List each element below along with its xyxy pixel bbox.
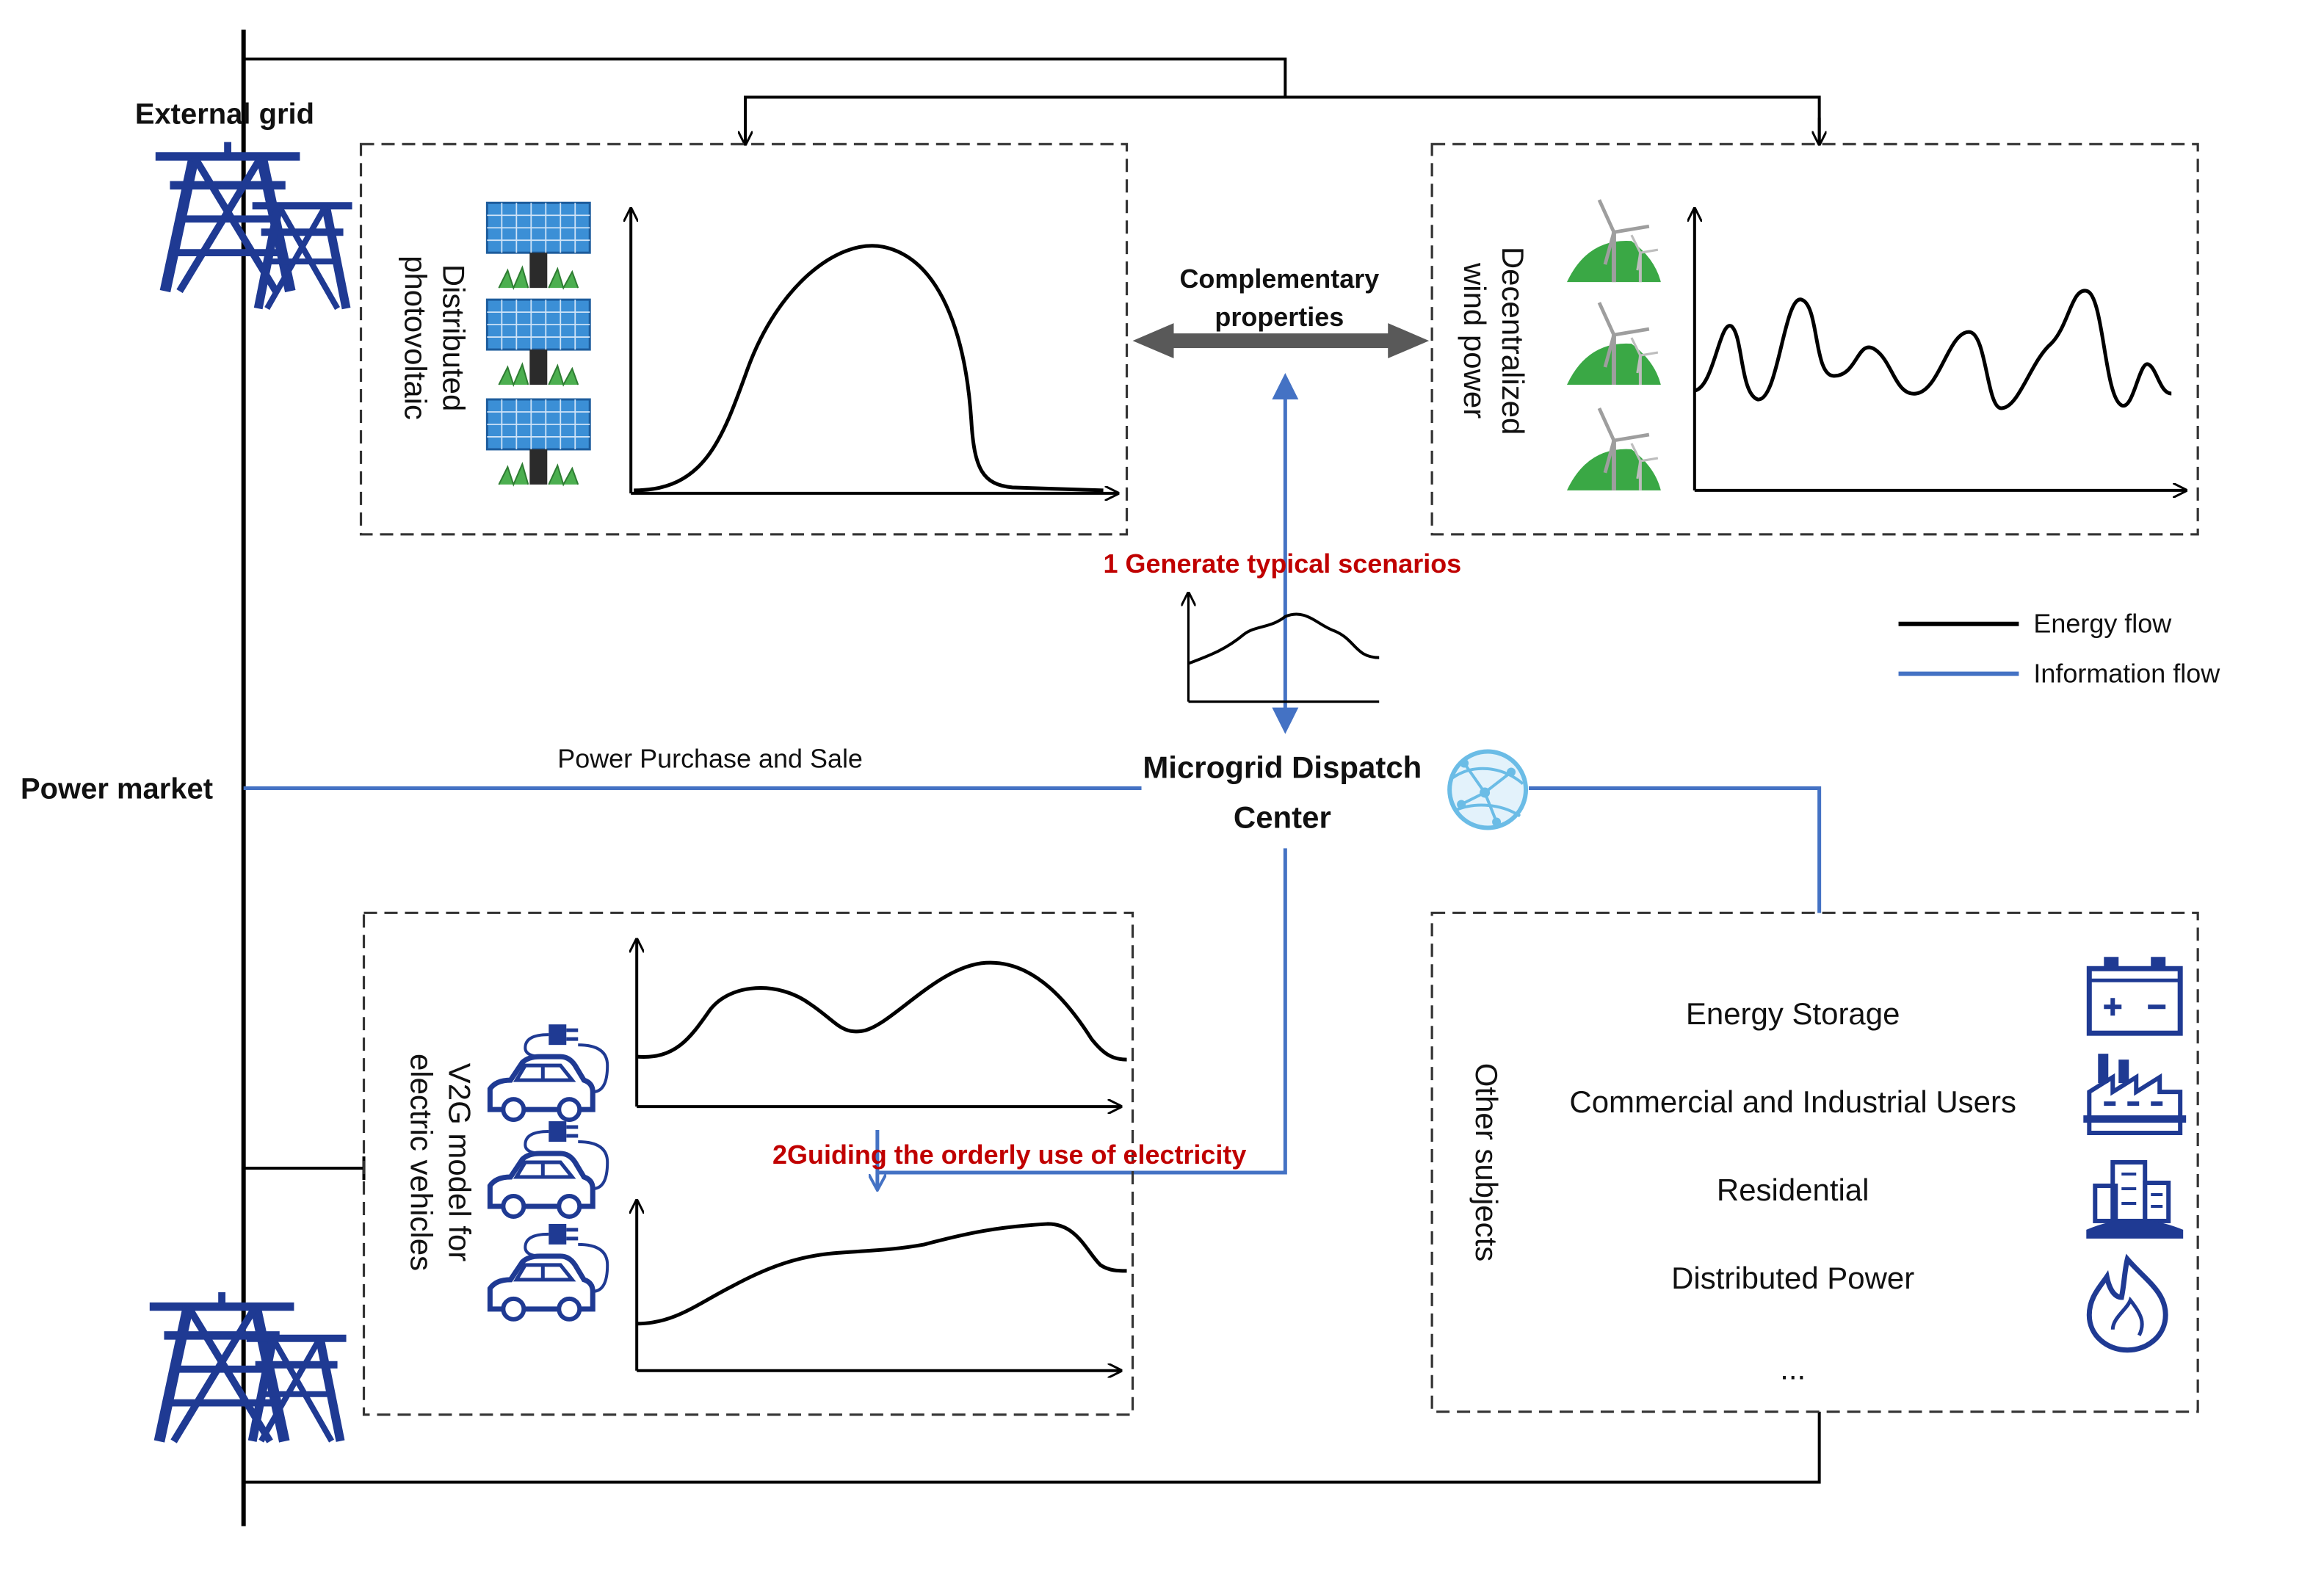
legend-energy-label: Energy flow <box>2033 609 2172 639</box>
other-subjects-item: Residential <box>1717 1173 1869 1207</box>
pv-panel-title-line1: Distributed <box>436 264 471 412</box>
other-subjects-panel: Other subjects Energy Storage Commercial… <box>1430 911 2199 1413</box>
power-market-label: Power market <box>21 772 213 805</box>
other-subjects-item: Energy Storage <box>1686 996 1900 1031</box>
other-subjects-item: Commercial and Industrial Users <box>1569 1084 2016 1119</box>
external-grid-label: External grid <box>135 98 314 130</box>
flame-icon <box>2086 1253 2168 1353</box>
wind-panel: Decentralized wind power <box>1430 142 2199 536</box>
legend: Energy flow Information flow <box>1898 609 2220 689</box>
ev-panel-title-line1: V2G model for <box>442 1063 477 1262</box>
ev-panel-title-line2: electric vehicles <box>404 1054 438 1271</box>
dispatch-center-title-line1: Microgrid Dispatch <box>1143 750 1422 785</box>
wind-turbine-icon <box>1567 200 1661 490</box>
other-subjects-item: Distributed Power <box>1671 1261 1914 1295</box>
typical-scenario-chart <box>1188 593 1380 703</box>
generate-scenarios-label: 1 Generate typical scenarios <box>1104 548 1462 579</box>
network-globe-icon <box>1447 749 1529 830</box>
transmission-tower-icon <box>150 1292 347 1441</box>
legend-information-label: Information flow <box>2033 659 2220 689</box>
guiding-label: 2Guiding the orderly use of electricity <box>772 1140 1246 1170</box>
pv-panel-title-line2: photovoltaic <box>398 256 432 420</box>
wind-chart <box>1695 209 2186 490</box>
other-subjects-title: Other subjects <box>1469 1063 1504 1261</box>
pv-chart <box>631 209 1118 493</box>
complementary-label-line1: Complementary <box>1179 264 1379 294</box>
power-purchase-sale-label: Power Purchase and Sale <box>557 744 863 774</box>
wind-panel-title-line1: Decentralized <box>1496 247 1530 435</box>
information-flow-lines <box>243 373 1822 1189</box>
battery-icon <box>2086 957 2183 1036</box>
solar-panel-icon <box>485 201 591 486</box>
factory-icon <box>2083 1054 2187 1136</box>
wind-panel-title-line2: wind power <box>1458 262 1492 419</box>
dispatch-center-title-line2: Center <box>1234 800 1331 834</box>
electric-car-icon <box>490 1024 607 1319</box>
other-subjects-item: ... <box>1780 1352 1806 1386</box>
complementary-label-line2: properties <box>1215 302 1344 332</box>
transmission-tower-icon <box>156 142 352 308</box>
complementary-double-arrow <box>1132 323 1430 359</box>
ev-chart-upper <box>637 939 1127 1106</box>
ev-panel: V2G model for electric vehicles <box>362 911 1134 1416</box>
energy-flow-lines <box>241 29 1820 1526</box>
pv-panel: Distributed photovoltaic <box>359 142 1129 536</box>
ev-chart-lower <box>637 1200 1127 1371</box>
buildings-icon <box>2086 1160 2184 1239</box>
